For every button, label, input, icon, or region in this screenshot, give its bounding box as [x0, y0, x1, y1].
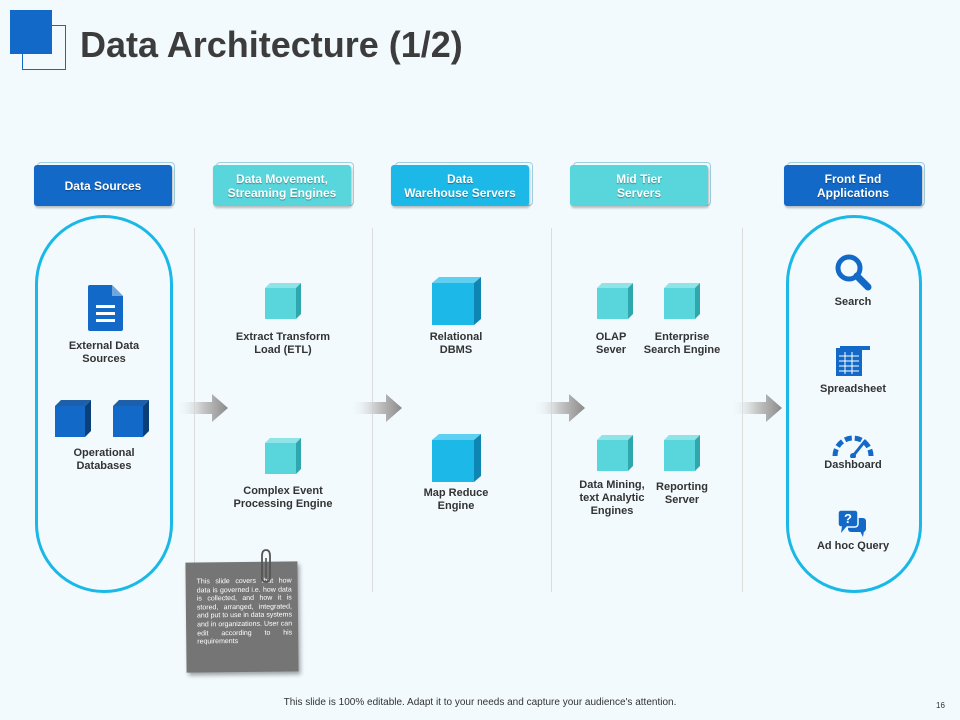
dashboard-gauge-icon — [832, 435, 874, 458]
label-line: Engines — [590, 505, 634, 517]
arrow-right-icon — [533, 394, 585, 422]
label-line: text Analytic — [579, 492, 645, 504]
arrow-right-icon — [176, 394, 228, 422]
label-line: Load (ETL) — [254, 344, 312, 356]
label-line: OLAP — [595, 331, 627, 343]
footer-text: This slide is 100% editable. Adapt it to… — [283, 697, 677, 708]
label-line: External Data — [68, 340, 140, 352]
label-line: Relational — [429, 331, 483, 343]
header-label: Warehouse Servers — [404, 185, 516, 200]
header-label: Data — [446, 171, 473, 186]
header-label: Data Sources — [64, 178, 142, 193]
label-line: Sources — [82, 353, 126, 365]
header-data-sources: Data Sources — [34, 165, 172, 206]
olap-label: OLAP Sever — [576, 331, 646, 357]
front-end-pill — [786, 215, 922, 593]
cube-icon — [597, 283, 633, 319]
label-line: Search Engine — [643, 344, 721, 356]
relational-dbms-label: Relational DBMS — [396, 331, 516, 357]
label-line: Extract Transform — [235, 331, 331, 343]
spreadsheet-label: Spreadsheet — [819, 383, 887, 395]
operational-databases-label: Operational Databases — [44, 447, 164, 473]
label-line: Operational — [73, 447, 135, 459]
cube-icon — [664, 283, 700, 319]
spreadsheet-icon — [836, 346, 870, 376]
label-line: Sever — [596, 344, 626, 356]
header-label: Applications — [816, 185, 889, 200]
cube-icon — [55, 400, 91, 437]
header-data-movement: Data Movement,Streaming Engines — [213, 165, 351, 206]
arrow-right-icon — [350, 394, 402, 422]
search-label: Search — [834, 296, 872, 308]
label-line: Server — [664, 494, 700, 506]
logo-square-filled — [10, 10, 52, 54]
label-line: Reporting — [656, 481, 708, 493]
data-mining-label: Data Mining, text Analytic Engines — [568, 479, 656, 518]
cube-icon — [265, 283, 301, 319]
note-text: This slide covers that how data is gover… — [196, 577, 293, 646]
arrow-right-icon — [730, 394, 782, 422]
cep-label: Complex Event Processing Engine — [222, 485, 344, 511]
enterprise-search-label: Enterprise Search Engine — [636, 331, 728, 357]
label-line: Processing Engine — [233, 498, 333, 510]
label-line: Databases — [76, 460, 132, 472]
etl-label: Extract Transform Load (ETL) — [222, 331, 344, 357]
external-data-sources-label: External Data Sources — [44, 340, 164, 366]
dashboard-label: Dashboard — [824, 459, 882, 471]
logo-square-outline — [22, 25, 66, 70]
map-reduce-label: Map Reduce Engine — [396, 487, 516, 513]
header-label: Streaming Engines — [227, 185, 337, 200]
label-line: Engine — [437, 500, 475, 512]
label-line: Data Mining, — [579, 479, 645, 491]
cube-icon — [113, 400, 149, 437]
header-label: Mid Tier — [616, 171, 662, 186]
document-icon — [88, 285, 123, 331]
page-title: Data Architecture (1/2) — [80, 24, 463, 65]
data-sources-pill — [35, 215, 173, 593]
page-number: 16 — [936, 701, 945, 710]
search-icon — [835, 254, 872, 291]
header-label: Data Movement, — [235, 171, 328, 186]
label-line: DBMS — [439, 344, 473, 356]
header-label: Servers — [616, 185, 662, 200]
sticky-note: This slide covers that how data is gover… — [185, 561, 299, 673]
label-line: Complex Event — [243, 485, 323, 497]
cube-icon — [597, 435, 633, 471]
label-line: Map Reduce — [423, 487, 489, 499]
svg-text:?: ? — [844, 511, 852, 526]
label-line: Enterprise — [654, 331, 710, 343]
adhoc-query-label: Ad hoc Query — [816, 540, 890, 552]
cube-icon — [265, 438, 301, 474]
header-label: Front End — [824, 171, 882, 186]
paperclip-icon — [261, 549, 271, 583]
cube-icon — [432, 277, 481, 325]
cube-icon — [664, 435, 700, 471]
reporting-server-label: Reporting Server — [642, 481, 722, 507]
question-chat-icon: ? — [837, 509, 866, 537]
cube-icon — [432, 434, 481, 482]
